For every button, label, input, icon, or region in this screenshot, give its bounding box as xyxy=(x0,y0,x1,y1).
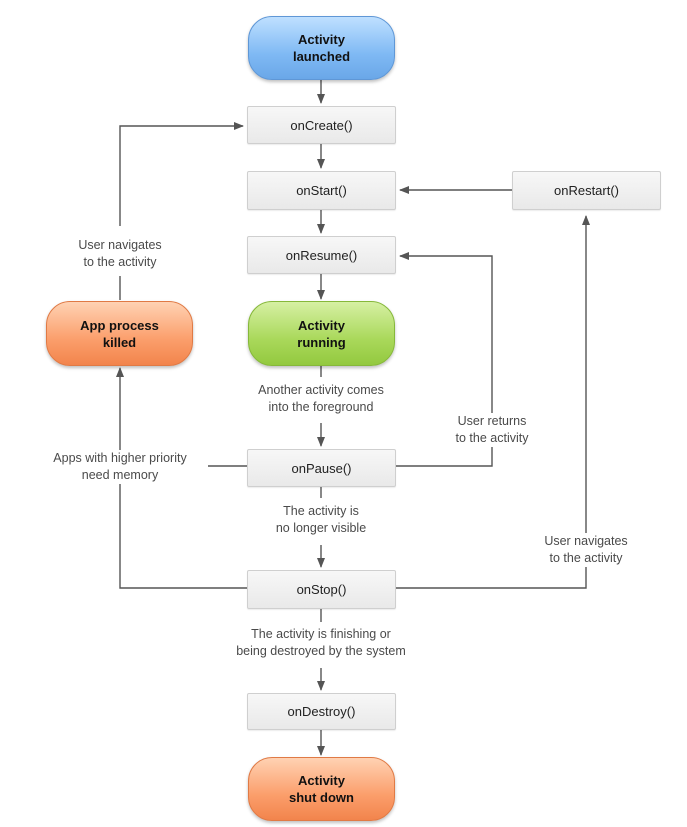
onresume-label: onResume() xyxy=(285,247,358,263)
oncreate-box: onCreate() xyxy=(247,106,396,144)
onresume-box: onResume() xyxy=(247,236,396,274)
finishing-label: The activity is finishing or being destr… xyxy=(216,626,426,660)
arrow-onstop-to-onrestart xyxy=(396,215,590,589)
no-longer-visible-line1: The activity is xyxy=(283,504,359,518)
user-navigates-left-line1: User navigates xyxy=(78,238,162,252)
user-returns-line1: User returns xyxy=(457,414,527,428)
onrestart-box: onRestart() xyxy=(512,171,661,210)
activity-shut-down-line1: Activity xyxy=(298,773,345,788)
activity-running-line1: Activity xyxy=(298,317,345,333)
activity-launched-line2: launched xyxy=(292,49,351,64)
user-navigates-left-label: User navigates to the activity xyxy=(50,237,190,271)
app-process-killed-line1: App process xyxy=(80,317,159,333)
user-navigates-right-line2: to the activity xyxy=(549,551,623,565)
activity-shut-down-line2: shut down xyxy=(289,790,354,805)
higher-priority-line2: need memory xyxy=(81,468,159,482)
activity-shut-down-state: Activity shut down xyxy=(248,757,395,821)
another-activity-line1: Another activity comes xyxy=(258,383,384,397)
activity-launched-line1: Activity xyxy=(298,32,345,47)
another-activity-label: Another activity comes into the foregrou… xyxy=(236,382,406,416)
user-returns-line2: to the activity xyxy=(455,431,529,445)
ondestroy-label: onDestroy() xyxy=(287,704,356,719)
onstop-box: onStop() xyxy=(247,570,396,609)
oncreate-label: onCreate() xyxy=(290,117,353,133)
arrow-onpause-to-onresume xyxy=(396,252,493,467)
activity-running-line2: running xyxy=(297,334,346,350)
higher-priority-line1: Apps with higher priority xyxy=(53,451,187,465)
activity-launched-state: Activity launched xyxy=(248,16,395,80)
user-navigates-left-line2: to the activity xyxy=(83,255,157,269)
onstart-box: onStart() xyxy=(247,171,396,210)
finishing-line1: The activity is finishing or xyxy=(251,627,391,641)
arrow-killed-to-oncreate-top xyxy=(119,122,244,226)
activity-running-state: Activity running xyxy=(248,301,395,366)
onstop-label: onStop() xyxy=(296,582,347,597)
no-longer-visible-label: The activity is no longer visible xyxy=(251,503,391,537)
onpause-box: onPause() xyxy=(247,449,396,487)
user-returns-label: User returns to the activity xyxy=(436,413,548,447)
app-process-killed-state: App process killed xyxy=(46,301,193,366)
user-navigates-right-line1: User navigates xyxy=(544,534,628,548)
arrow-onstop-to-killed xyxy=(116,367,247,589)
onrestart-label: onRestart() xyxy=(553,183,620,198)
onstart-label: onStart() xyxy=(296,183,347,198)
ondestroy-box: onDestroy() xyxy=(247,693,396,730)
no-longer-visible-line2: no longer visible xyxy=(275,521,367,535)
another-activity-line2: into the foreground xyxy=(268,400,374,414)
app-process-killed-line2: killed xyxy=(102,334,137,350)
finishing-line2: being destroyed by the system xyxy=(236,644,406,658)
onpause-label: onPause() xyxy=(291,460,352,476)
higher-priority-label: Apps with higher priority need memory xyxy=(32,450,208,484)
user-navigates-right-label: User navigates to the activity xyxy=(526,533,646,567)
